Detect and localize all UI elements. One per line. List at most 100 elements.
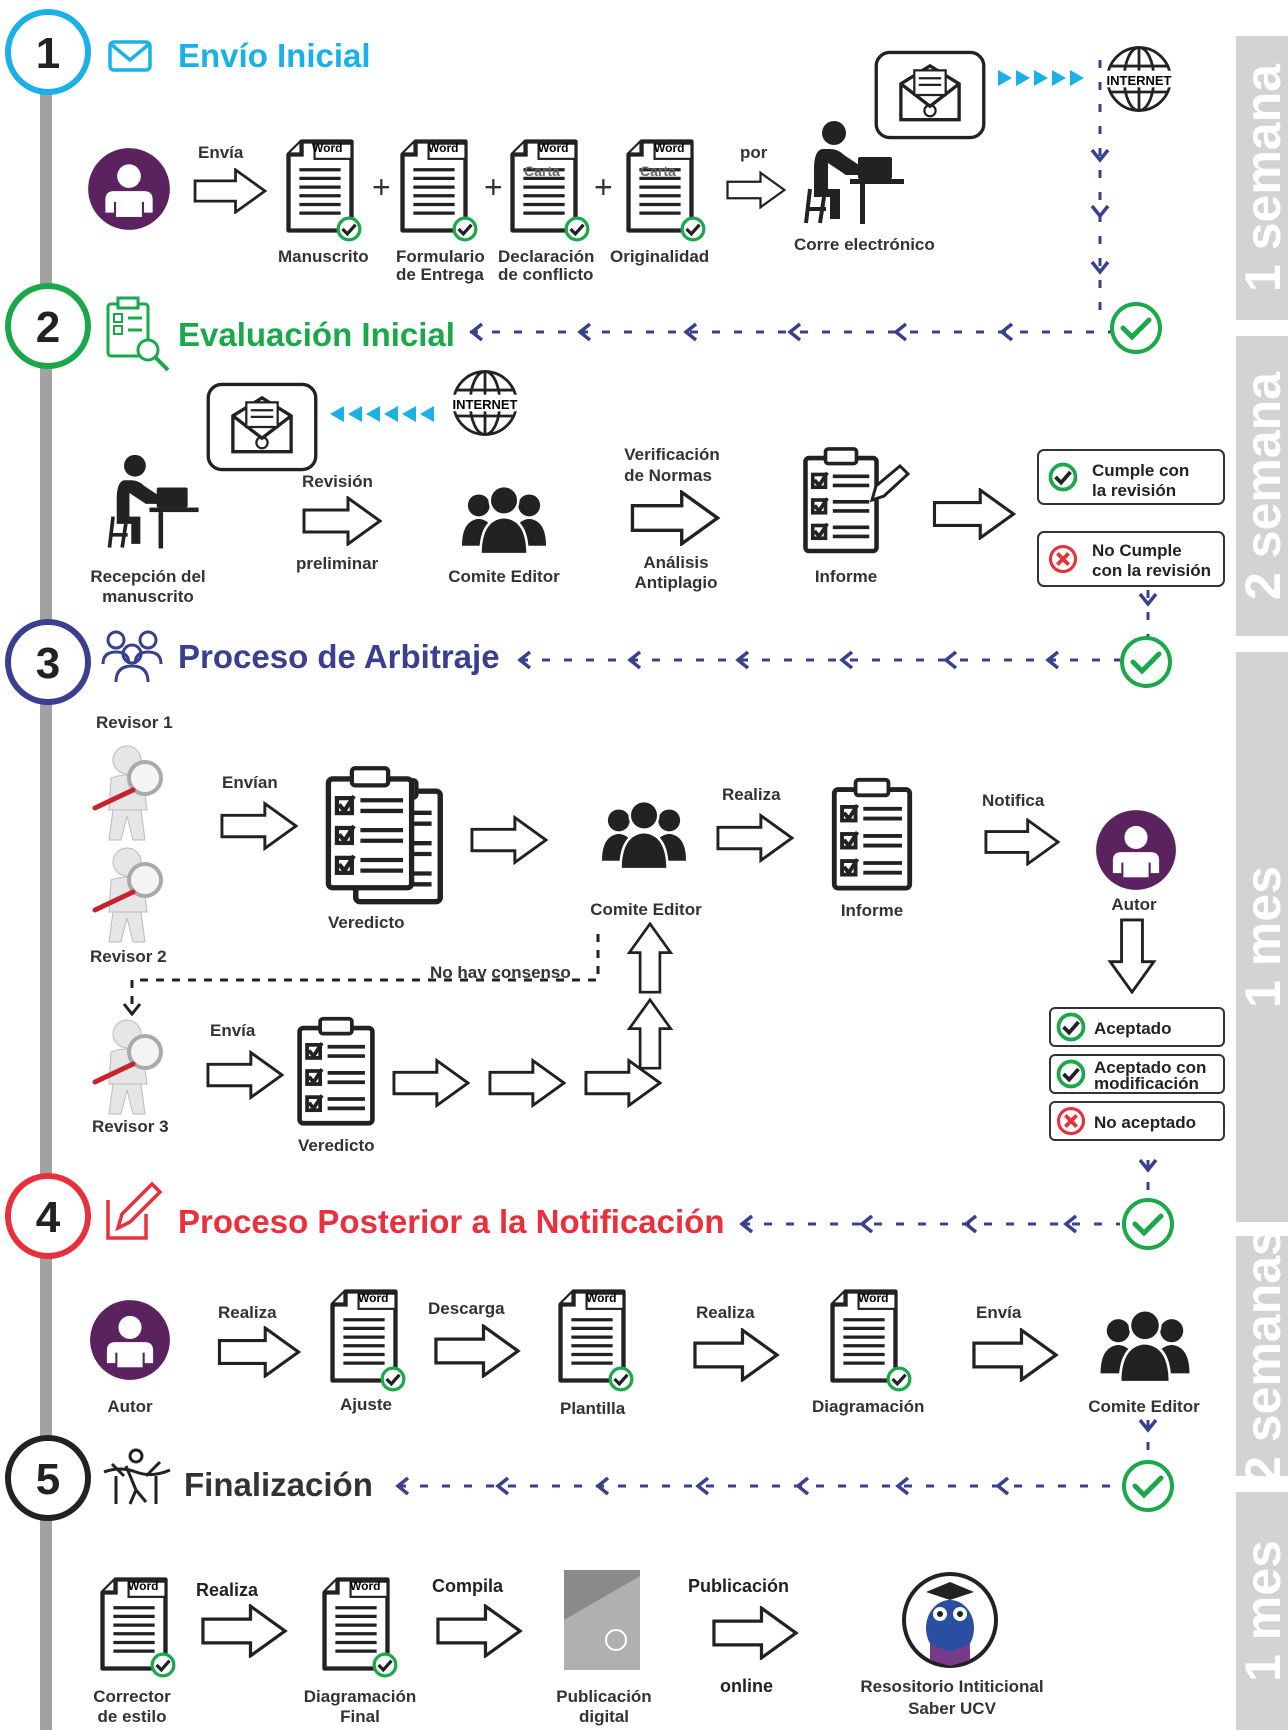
online-label: online bbox=[720, 1676, 773, 1696]
svg-text:de estilo: de estilo bbox=[98, 1707, 167, 1726]
svg-text:Word: Word bbox=[312, 141, 342, 155]
compila-label: Compila bbox=[432, 1576, 504, 1596]
step-3-number: 3 bbox=[36, 639, 60, 688]
step-3-circle bbox=[5, 619, 91, 705]
doc-label-declaracion: Declaración bbox=[498, 247, 594, 266]
arrow-2c bbox=[932, 488, 1016, 540]
corrector-label: Corrector bbox=[93, 1687, 171, 1706]
arrow-3c bbox=[716, 814, 794, 862]
not-accepted-label: No aceptado bbox=[1094, 1113, 1196, 1132]
step-2-circle bbox=[5, 283, 91, 369]
svg-text:Antiplagio: Antiplagio bbox=[634, 573, 717, 592]
people-icon bbox=[101, 630, 163, 683]
step-4-title: Proceso Posterior a la Notificación bbox=[178, 1203, 725, 1240]
arrow-3h bbox=[206, 1050, 284, 1100]
verif-label: Verificación bbox=[624, 445, 719, 464]
finish-line-icon bbox=[103, 1448, 171, 1505]
committee-label-1: Comite Editor bbox=[448, 567, 560, 586]
reception-label: Recepción del bbox=[90, 567, 205, 586]
svg-text:Word: Word bbox=[538, 141, 568, 155]
arrow-4d bbox=[972, 1328, 1058, 1382]
arrow-3j bbox=[488, 1058, 566, 1108]
diag-final-label: Diagramación bbox=[304, 1687, 416, 1706]
duration-2: 2 semana bbox=[1235, 371, 1288, 600]
reviewer-1-figure bbox=[95, 746, 161, 840]
reviewer-3-figure bbox=[95, 1020, 161, 1114]
reviewer-2-figure bbox=[95, 848, 161, 942]
svg-text:digital: digital bbox=[579, 1707, 629, 1726]
arrow-3i bbox=[392, 1058, 470, 1108]
duration-1: 1 semana bbox=[1235, 63, 1288, 292]
internet-label-2: INTERNET bbox=[453, 397, 518, 412]
mail-bubble-icon bbox=[874, 50, 986, 140]
check-3 bbox=[1124, 1200, 1172, 1248]
pass-label: Cumple con bbox=[1092, 461, 1189, 480]
author-avatar-3 bbox=[90, 1300, 170, 1380]
revision-label: Revisión bbox=[302, 472, 373, 491]
arrow-1a bbox=[193, 168, 267, 214]
email-label: Corre electrónico bbox=[794, 235, 935, 254]
svg-text:Word: Word bbox=[358, 1291, 388, 1305]
pub-digital-label: Publicación bbox=[556, 1687, 651, 1706]
realiza-label-4b: Realiza bbox=[696, 1303, 755, 1322]
svg-text:la revisión: la revisión bbox=[1092, 481, 1176, 500]
report-label-1: Informe bbox=[815, 567, 877, 586]
pencil-icon bbox=[106, 1181, 163, 1240]
arrow-4c bbox=[693, 1328, 779, 1382]
diagramacion-label: Diagramación bbox=[812, 1397, 924, 1416]
svg-text:modificación: modificación bbox=[1094, 1074, 1199, 1093]
duration-3: 1 mes bbox=[1235, 866, 1288, 1008]
verdict-clipboard-2 bbox=[300, 1019, 373, 1124]
arrow-5a bbox=[201, 1604, 287, 1658]
author-label-3: Autor bbox=[1111, 895, 1157, 914]
author-label-4: Autor bbox=[107, 1397, 153, 1416]
plantilla-label: Plantilla bbox=[560, 1399, 626, 1418]
check-1 bbox=[1112, 304, 1160, 352]
check-2 bbox=[1122, 638, 1170, 686]
section-posterior-notificacion: Autor Realiza Word Ajuste Descarga Word … bbox=[90, 1291, 1200, 1510]
step-3-title: Proceso de Arbitraje bbox=[178, 638, 500, 675]
reviewer2-label: Revisor 2 bbox=[90, 947, 167, 966]
arrow-3f bbox=[627, 922, 673, 994]
svg-text:de Normas: de Normas bbox=[624, 466, 712, 485]
arrow-3b bbox=[470, 816, 548, 864]
publicacion-label: Publicación bbox=[688, 1576, 789, 1596]
svg-text:manuscrito: manuscrito bbox=[102, 587, 194, 606]
svg-text:+: + bbox=[594, 169, 613, 205]
section-evaluacion-inicial: INTERNET Recepción del manuscrito Revisi… bbox=[90, 370, 1225, 686]
step-markers: 1 2 3 4 5 bbox=[5, 9, 91, 1521]
reviewer3-label: Revisor 3 bbox=[92, 1117, 169, 1136]
arrow-5c bbox=[712, 1606, 798, 1660]
blue-arrows-1 bbox=[998, 70, 1084, 86]
envelope-icon bbox=[108, 40, 152, 72]
arrow-3d bbox=[984, 818, 1060, 866]
section-arbitraje: Revisor 1 Revisor 2 Envían Veredicto Com… bbox=[90, 713, 1225, 1248]
reviewer1-label: Revisor 1 bbox=[96, 713, 173, 732]
duration-4: 2 semanas bbox=[1235, 1228, 1288, 1484]
svg-text:+: + bbox=[484, 169, 503, 205]
mail-bubble-icon-2 bbox=[206, 382, 318, 472]
verdict-clipboard-1 bbox=[328, 768, 411, 887]
arrow-1b bbox=[726, 171, 786, 209]
arrow-5b bbox=[436, 1604, 522, 1658]
svg-text:Final: Final bbox=[340, 1707, 380, 1726]
svg-text:Word: Word bbox=[350, 1579, 380, 1593]
step-5-circle bbox=[5, 1435, 91, 1521]
report-clipboard-2 bbox=[834, 780, 909, 888]
owl-repository-icon bbox=[902, 1572, 998, 1668]
fail-box bbox=[1037, 531, 1225, 587]
svg-text:Word: Word bbox=[586, 1291, 616, 1305]
committee-label-3: Comite Editor bbox=[1088, 1397, 1200, 1416]
preliminar-label: preliminar bbox=[296, 554, 379, 573]
fail-label: No Cumple bbox=[1092, 541, 1182, 560]
realiza-label-3: Realiza bbox=[722, 785, 781, 804]
svg-text:con la revisión: con la revisión bbox=[1092, 561, 1211, 580]
doc-label-originalidad: Originalidad bbox=[610, 247, 709, 266]
committee-icon-2 bbox=[602, 799, 686, 871]
verdict-label-2: Veredicto bbox=[298, 1136, 375, 1155]
step-1-title: Envío Inicial bbox=[178, 37, 371, 74]
svg-text:Word: Word bbox=[428, 141, 458, 155]
svg-text:Word: Word bbox=[128, 1579, 158, 1593]
accepted-label: Aceptado bbox=[1094, 1019, 1171, 1038]
step-2-title: Evaluación Inicial bbox=[178, 316, 455, 353]
